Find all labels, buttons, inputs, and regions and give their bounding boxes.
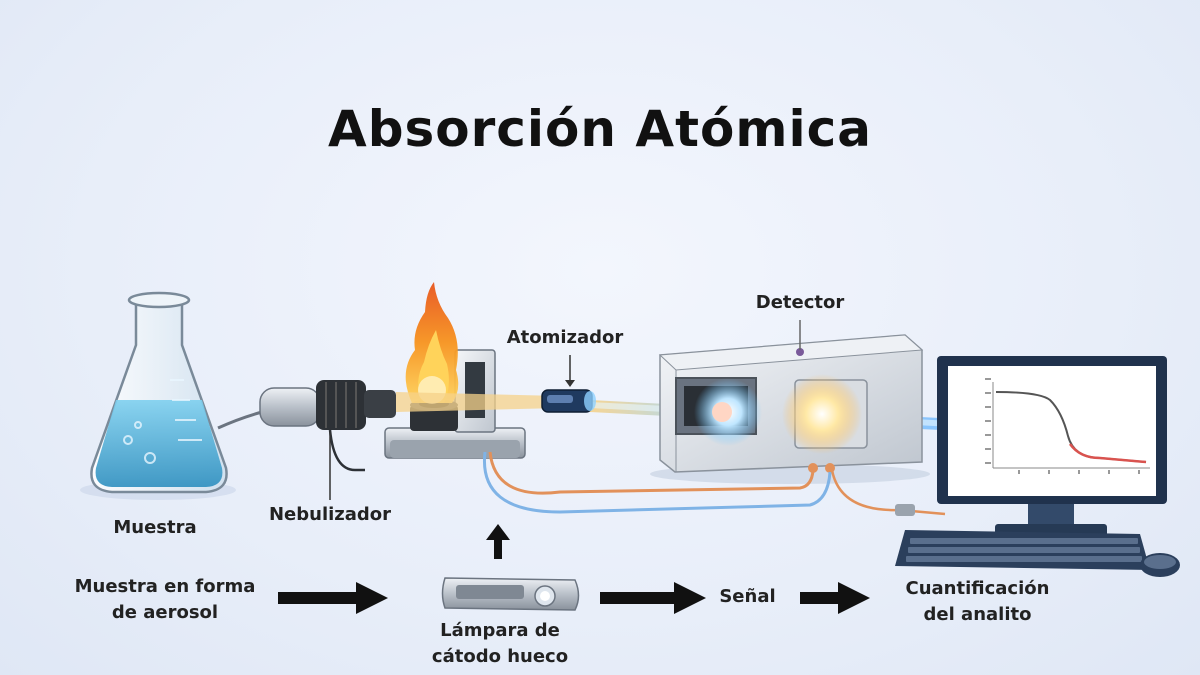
cable-orange <box>488 451 815 495</box>
label-aerosol: Muestra en forma de aerosol <box>55 574 275 626</box>
arrow-right-icon <box>600 582 706 614</box>
atomizer-icon <box>541 389 596 413</box>
monitor-icon <box>937 356 1167 538</box>
nebulizer-icon <box>259 380 396 472</box>
label-cuant-line2: del analito <box>923 604 1032 625</box>
label-cuant-line1: Cuantificación <box>905 578 1050 599</box>
label-muestra: Muestra <box>113 517 197 538</box>
label-aerosol-line2: de aerosol <box>111 602 219 623</box>
cable-blue <box>482 451 832 514</box>
arrow-right-icon <box>278 582 388 614</box>
mouse-icon <box>1140 553 1180 577</box>
detector-glow-white <box>712 402 732 422</box>
label-cuantificacion: Cuantificación del analito <box>885 576 1070 628</box>
arrow-up-icon <box>486 524 510 559</box>
page-title: Absorción Atómica <box>328 100 872 158</box>
label-senal: Señal <box>719 586 776 607</box>
keyboard-icon <box>895 530 1150 570</box>
detector-glow-yellow <box>782 374 862 454</box>
label-aerosol-line1: Muestra en forma <box>74 576 256 597</box>
atomizer-pointer-head <box>565 380 575 387</box>
arrow-right-icon <box>800 582 870 614</box>
erlenmeyer-flask-icon <box>80 291 236 500</box>
label-atomizador: Atomizador <box>506 327 624 348</box>
label-nebulizador: Nebulizador <box>268 504 392 525</box>
sample-hose <box>217 410 263 430</box>
cable-connector <box>895 504 915 516</box>
label-lampara: Lámpara de cátodo hueco <box>415 618 585 670</box>
flame-icon <box>405 282 459 404</box>
label-lampara-line1: Lámpara de <box>440 620 560 641</box>
hollow-cathode-lamp-icon <box>441 577 580 611</box>
monitor-chart <box>985 378 1150 474</box>
label-lampara-line2: cátodo hueco <box>431 646 569 667</box>
label-detector: Detector <box>755 292 845 313</box>
